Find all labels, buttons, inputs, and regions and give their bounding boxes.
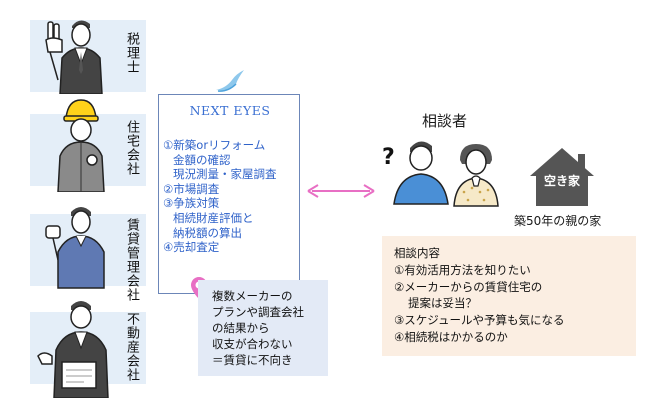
next-eyes-service-box: [158, 94, 300, 294]
service-item: ④売却査定: [163, 240, 220, 255]
consultee-man-illustration: ?: [382, 141, 449, 205]
service-item: ②市場調査: [163, 181, 220, 196]
services-list: ①新築orリフォーム 金額の確認 現況測量・家屋調査 ②市場調査 ③争族対策 相…: [163, 138, 277, 255]
consultation-box: 相談内容 ①有効活用方法を知りたい ②メーカーからの賃貸住宅の 提案は妥当？ ③…: [382, 236, 636, 356]
housing-company-worker-illustration: [57, 99, 105, 192]
house-caption: 築50年の親の家: [514, 214, 602, 228]
note-line: 収支が合わない: [212, 337, 293, 351]
consultee-title: 相談者: [422, 112, 468, 130]
expert-label-rental-1: 賃貸管理会社: [124, 218, 139, 302]
expert-label-realestate: 不動産会社: [124, 312, 139, 382]
consultation-heading: 相談内容: [394, 246, 440, 260]
consultation-item: ③スケジュールや予算も気になる: [394, 313, 565, 328]
service-item: 金額の確認: [173, 152, 231, 167]
note-line: 複数メーカーの: [212, 289, 293, 303]
service-item: ③争族対策: [163, 196, 220, 211]
service-item: 現況測量・家屋調査: [173, 167, 277, 182]
consultation-item: 提案は妥当？: [408, 296, 477, 311]
note-line: の結果から: [212, 321, 270, 335]
service-item: ①新築orリフォーム: [163, 138, 266, 152]
note-line: ＝賃貸に不向き: [212, 353, 293, 367]
real-estate-agent-illustration: [37, 301, 109, 398]
next-eyes-logo-mark-icon: [216, 70, 244, 92]
tax-accountant-illustration: [45, 20, 103, 94]
consultation-item: ①有効活用方法を知りたい: [394, 262, 531, 277]
note-line: プランや調査会社: [212, 305, 304, 319]
consultee-woman-illustration: [453, 144, 499, 207]
service-item: 納税額の算出: [173, 225, 242, 240]
consultation-item: ④相続税はかかるのか: [394, 329, 508, 344]
rental-management-worker-illustration: [45, 207, 105, 289]
expert-label-housing: 住宅会社: [124, 120, 139, 176]
vacant-house-icon: [530, 148, 594, 206]
expert-label-tax: 税理士: [124, 32, 139, 74]
service-item: 相続財産評価と: [173, 210, 254, 225]
brand-name: NEXT EYES: [189, 103, 271, 118]
expert-label-rental: 賃貸管理会社: [124, 218, 139, 302]
consultation-item: ②メーカーからの賃貸住宅の: [394, 279, 543, 294]
house-sign: 空き家: [543, 174, 580, 188]
question-mark-icon: ?: [382, 145, 395, 170]
double-arrow-icon: [307, 184, 375, 198]
note-box: 複数メーカーの プランや調査会社 の結果から 収支が合わない ＝賃貸に不向き: [198, 280, 328, 376]
